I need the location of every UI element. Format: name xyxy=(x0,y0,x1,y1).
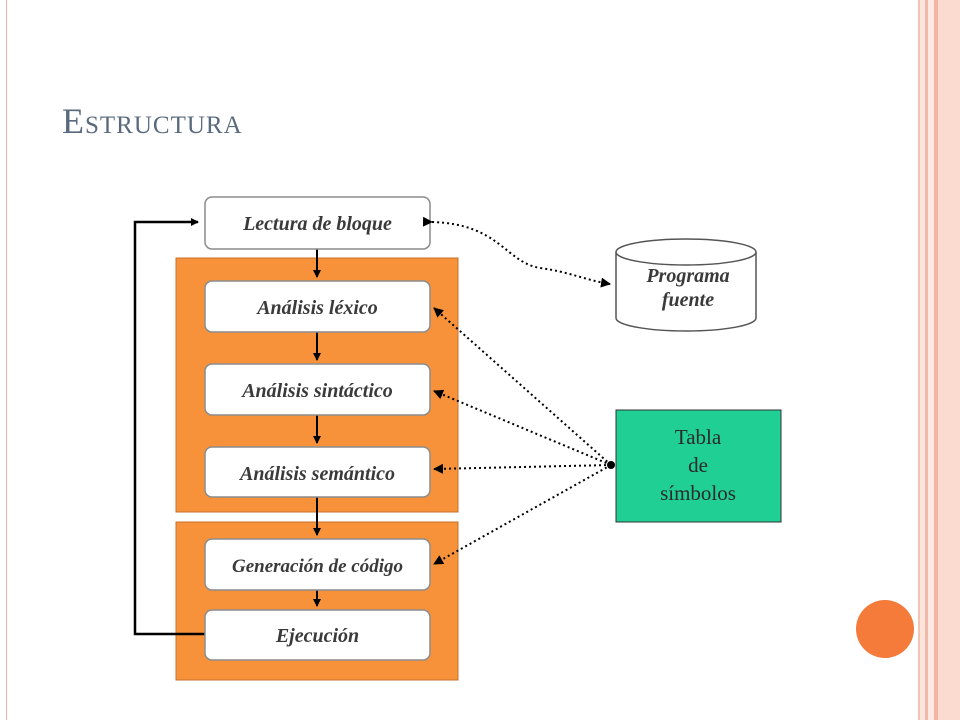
tabla-de-simbolos-box: Tabla de símbolos xyxy=(615,409,782,523)
node-lectura-de-bloque: Lectura de bloque xyxy=(204,196,431,250)
node-ejecucion: Ejecución xyxy=(204,609,431,661)
right-decorative-stripes xyxy=(918,0,960,720)
loop-back-arrow xyxy=(133,218,206,636)
node-label-semantico: Análisis semántico xyxy=(238,463,395,485)
node-analisis-sintactico: Análisis sintáctico xyxy=(204,363,431,416)
node-label-lectura: Lectura de bloque xyxy=(242,213,392,235)
link-tabla-semantico xyxy=(433,463,612,474)
programa-fuente-line-2: fuente xyxy=(662,289,714,311)
link-tabla-lexico xyxy=(433,307,612,466)
tabla-simbolos-line-2: de xyxy=(688,453,708,477)
link-tabla-generacion xyxy=(433,464,612,565)
node-analisis-lexico: Análisis léxico xyxy=(204,280,431,333)
tabla-simbolos-line-3: símbolos xyxy=(660,481,736,505)
left-border-line xyxy=(6,0,7,720)
slide-title: Estructura xyxy=(62,101,243,141)
node-label-sintactico: Análisis sintáctico xyxy=(240,380,393,402)
orange-accent-dot xyxy=(856,600,914,658)
link-lectura-programa-fuente xyxy=(422,216,611,288)
link-tabla-sintactico xyxy=(433,389,612,466)
node-label-lexico: Análisis léxico xyxy=(255,297,378,319)
node-generacion-de-codigo: Generación de código xyxy=(204,538,431,591)
node-label-generacion: Generación de código xyxy=(232,556,403,577)
programa-fuente-line-1: Programa xyxy=(645,265,729,287)
node-label-ejecucion: Ejecución xyxy=(275,625,359,647)
node-analisis-semantico: Análisis semántico xyxy=(204,446,431,498)
programa-fuente-cylinder: Programa fuente xyxy=(615,238,757,332)
tabla-simbolos-line-1: Tabla xyxy=(675,425,722,449)
